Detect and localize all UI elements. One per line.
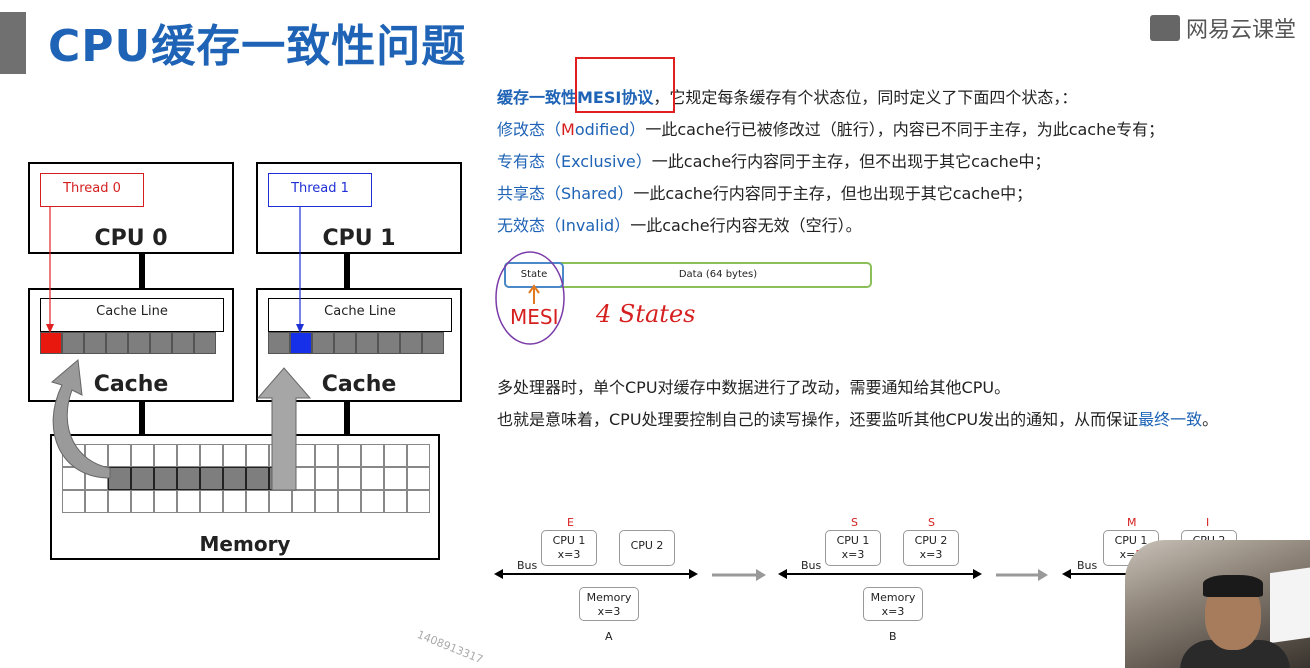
memory-label: Memory	[199, 532, 291, 556]
node-label: CPU 1	[1114, 534, 1148, 547]
cache-cell-modified	[40, 332, 62, 354]
cache-cell	[194, 332, 216, 354]
cache-cell	[422, 332, 444, 354]
whiteboard	[1270, 566, 1310, 644]
cache-cell	[356, 332, 378, 354]
cache-line-label: Cache Line	[96, 304, 168, 319]
webcam-overlay	[1125, 540, 1310, 668]
intro-rest: ，它规定每条缓存有个状态位，同时定义了下面四个状态，：	[653, 88, 1078, 107]
cache-line-cells-1	[268, 332, 444, 354]
bus-label: Bus	[517, 559, 538, 572]
node-label: Memory	[870, 591, 916, 604]
bus-link	[344, 254, 350, 288]
state-name: odified）	[574, 120, 646, 139]
state-name: 无效态（Invalid）	[497, 216, 631, 235]
thread0-box: Thread 0	[40, 173, 144, 207]
mesi-description: 缓存一致性MESI协议，它规定每条缓存有个状态位，同时定义了下面四个状态，： 修…	[497, 82, 1164, 242]
node-value: x=3	[919, 548, 943, 561]
state-line-invalid: 无效态（Invalid）一此cache行内容无效（空行）。	[497, 210, 1164, 242]
cache-line-0: Cache Line	[40, 298, 224, 332]
brand-logo: 网易云课堂	[1149, 12, 1296, 44]
note-line-1: 多处理器时，单个CPU对缓存中数据进行了改动，需要通知给其他CPU。	[497, 378, 1011, 397]
cpu1-state: M	[1127, 516, 1137, 529]
handwriting-annotation	[495, 251, 565, 345]
node-value: x=3	[841, 548, 865, 561]
node-label: CPU 1	[836, 534, 870, 547]
cache-cell-active	[290, 332, 312, 354]
cache-cell	[268, 332, 290, 354]
note-text: 也就是意味着，CPU处理要控制自己的读写操作，还要监听其他CPU发出的通知，从而…	[497, 410, 1139, 429]
note-line-2: 也就是意味着，CPU处理要控制自己的读写操作，还要监听其他CPU发出的通知，从而…	[497, 404, 1218, 436]
cache-line-label: Cache Line	[324, 304, 396, 319]
state-line-shared: 共享态（Shared）一此cache行内容同于主存，但也出现于其它cache中；	[497, 178, 1164, 210]
title-accent-bar	[0, 12, 26, 74]
cpu2-node: CPU 2	[619, 530, 675, 566]
cpu2-state: S	[928, 516, 935, 529]
cache-cell	[172, 332, 194, 354]
cache-cell	[400, 332, 422, 354]
state-letter: M	[561, 120, 575, 139]
cache-cell	[84, 332, 106, 354]
bus-label: Bus	[801, 559, 822, 572]
highlight-box	[575, 57, 675, 113]
cache-cell	[128, 332, 150, 354]
eventual-consistency: 最终一致	[1138, 410, 1203, 429]
state-name: 共享态（Shared）	[497, 184, 634, 203]
panel-label: A	[605, 630, 613, 643]
handwritten-states: 4 States	[596, 300, 696, 328]
page-title: CPU缓存一致性问题	[48, 21, 467, 72]
node-value: x=3	[557, 548, 581, 561]
node-label: CPU 1	[552, 534, 586, 547]
state-desc: 一此cache行内容无效（空行）。	[630, 216, 862, 235]
multiprocessor-note: 多处理器时，单个CPU对缓存中数据进行了改动，需要通知给其他CPU。 也就是意味…	[497, 372, 1218, 436]
diagram-arrows	[46, 207, 312, 491]
node-label: Memory	[586, 591, 632, 604]
presenter-hair	[1203, 575, 1263, 597]
cpu0-label: CPU 0	[94, 226, 168, 251]
handwritten-mesi: MESI	[510, 305, 559, 329]
data-label: Data (64 bytes)	[678, 269, 758, 280]
note-end: 。	[1202, 410, 1219, 429]
state-desc: 一此cache行已被修改过（脏行），内容已不同于主存，为此cache专有；	[645, 120, 1165, 139]
cache-cell	[334, 332, 356, 354]
state-line-modified: 修改态（Modified）一此cache行已被修改过（脏行），内容已不同于主存，…	[497, 114, 1164, 146]
state-desc: 一此cache行内容同于主存，但不出现于其它cache中；	[651, 152, 1051, 171]
state-desc: 一此cache行内容同于主存，但也出现于其它cache中；	[633, 184, 1033, 203]
chat-bubble-icon	[1149, 15, 1180, 41]
cache-cell	[312, 332, 334, 354]
cache-cell	[106, 332, 128, 354]
cpu2-state: I	[1206, 516, 1210, 529]
node-value: x=3	[597, 605, 621, 618]
bus-label: Bus	[1077, 559, 1098, 572]
cache-line-cells-0	[40, 332, 216, 354]
node-value: x=3	[881, 605, 905, 618]
cache1-label: Cache	[321, 372, 397, 397]
watermark: 1408913317	[415, 628, 485, 667]
cache-cell	[150, 332, 172, 354]
bus-link	[139, 402, 145, 434]
cpu1-label: CPU 1	[322, 226, 396, 251]
state-line-exclusive: 专有态（Exclusive）一此cache行内容同于主存，但不出现于其它cach…	[497, 146, 1164, 178]
cpu1-state: E	[567, 516, 574, 529]
bus-link	[139, 254, 145, 288]
brand-name: 网易云课堂	[1185, 18, 1296, 43]
node-label: CPU 2	[914, 534, 948, 547]
bus-arrows	[494, 569, 1134, 581]
state-name: 专有态（Exclusive）	[497, 152, 652, 171]
cache-cell	[62, 332, 84, 354]
cache-cell	[378, 332, 400, 354]
panel-label: B	[889, 630, 897, 643]
bus-link	[344, 402, 350, 434]
state-name: 修改态（	[497, 120, 562, 139]
cache0-label: Cache	[93, 372, 169, 397]
cpu1-state: S	[851, 516, 858, 529]
thread1-box: Thread 1	[268, 173, 372, 207]
